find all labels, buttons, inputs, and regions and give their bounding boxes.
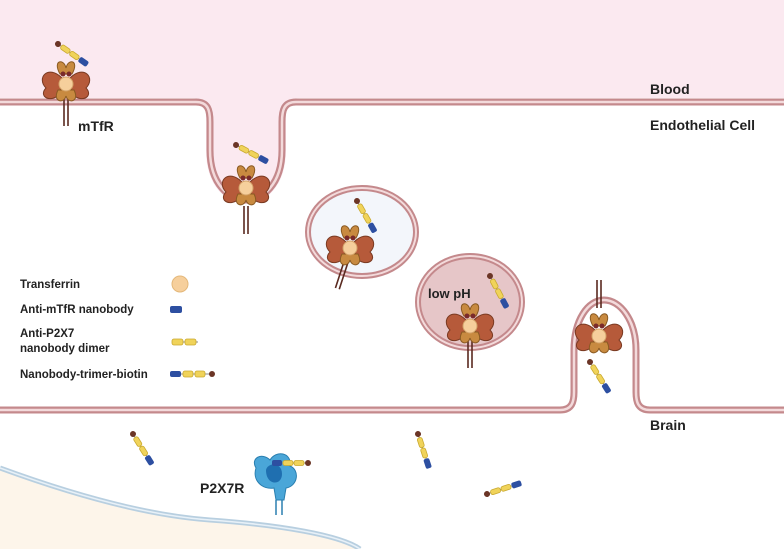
anti-p2x7-dimer-icon bbox=[171, 338, 198, 346]
legend-anti-p2x7-label-1: Anti-P2X7 bbox=[20, 328, 74, 340]
blood-region bbox=[0, 0, 784, 204]
transferrin-icon bbox=[171, 275, 189, 293]
blood-label: Blood bbox=[650, 81, 690, 97]
basal-membrane bbox=[0, 296, 784, 414]
brain-label: Brain bbox=[650, 417, 686, 433]
endothelial-cell-label: Endothelial Cell bbox=[650, 117, 755, 133]
mtfr-label: mTfR bbox=[78, 118, 114, 134]
p2x7r-receptor bbox=[254, 453, 312, 515]
legend: Transferrin Anti-mTfR nanobody Anti-P2X7… bbox=[20, 275, 215, 381]
free-trimer-2 bbox=[413, 429, 433, 470]
free-trimer-1 bbox=[128, 429, 156, 467]
free-trimer-3 bbox=[482, 479, 523, 499]
low-ph-label: low pH bbox=[428, 286, 471, 301]
brain-cell bbox=[0, 468, 360, 549]
legend-trimer-label: Nanobody-trimer-biotin bbox=[20, 369, 148, 381]
legend-anti-p2x7-label-2: nanobody dimer bbox=[20, 343, 110, 355]
legend-anti-mtfr-label: Anti-mTfR nanobody bbox=[20, 304, 134, 316]
nanobody-trimer-biotin-icon bbox=[170, 370, 215, 378]
anti-mtfr-nanobody-icon bbox=[170, 306, 182, 313]
p2x7r-label: P2X7R bbox=[200, 480, 244, 496]
legend-transferrin-label: Transferrin bbox=[20, 279, 80, 291]
